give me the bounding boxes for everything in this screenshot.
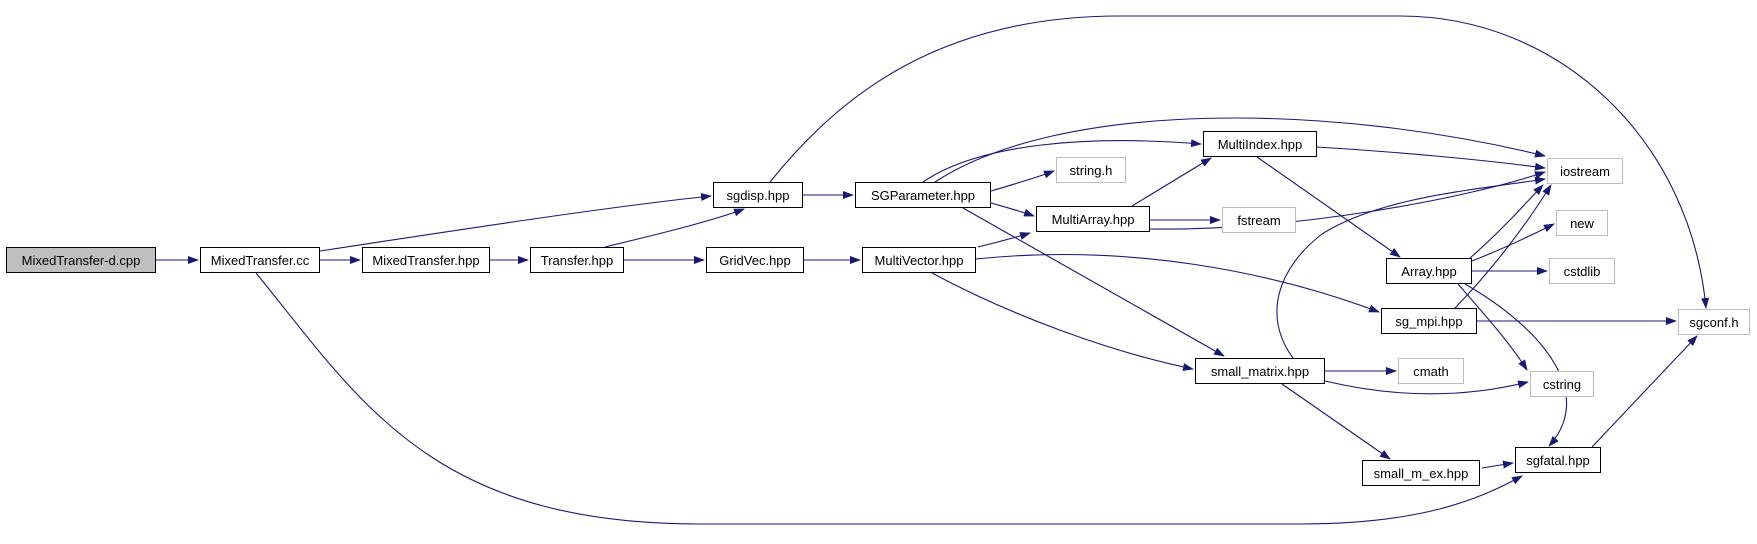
node-small-matrix-hpp[interactable]: small_matrix.hpp (1195, 358, 1325, 384)
edge-transfer-hpp-to-sgdisp-hpp (604, 208, 745, 248)
node-sgparameter-hpp[interactable]: SGParameter.hpp (855, 182, 991, 208)
edge-multiarray-hpp-to-multiindex-hpp (1131, 157, 1212, 207)
edge-small-matrix-hpp-to-iostream (1276, 176, 1546, 359)
node-iostream: iostream (1547, 158, 1623, 184)
edge-sgparameter-hpp-to-small-matrix-hpp (962, 207, 1225, 357)
node-mixedtransfer-hpp[interactable]: MixedTransfer.hpp (362, 247, 490, 273)
edge-multivector-hpp-to-sg-mpi-hpp (975, 253, 1380, 313)
edge-multiindex-hpp-to-array-hpp (1256, 156, 1401, 258)
node-cmath: cmath (1398, 358, 1464, 384)
edge-array-hpp-to-new (1471, 223, 1555, 262)
edge-sg-mpi-hpp-to-iostream (1454, 184, 1552, 309)
edge-sgparameter-hpp-to-iostream (934, 117, 1546, 183)
node-sg-mpi-hpp[interactable]: sg_mpi.hpp (1381, 308, 1477, 334)
node-cstdlib: cstdlib (1549, 258, 1615, 284)
edge-multivector-hpp-to-small-matrix-hpp (931, 272, 1194, 371)
node-small-m-ex-hpp[interactable]: small_m_ex.hpp (1362, 460, 1480, 486)
edge-sgdisp-hpp-to-sgconf-h (769, 15, 1710, 309)
edge-small-matrix-hpp-to-small-m-ex-hpp (1281, 383, 1391, 460)
node-multivector-hpp[interactable]: MultiVector.hpp (862, 247, 976, 273)
edge-mixedtransfer-cc-to-sgdisp-hpp (319, 193, 712, 252)
node-new: new (1556, 210, 1608, 236)
edge-array-hpp-to-cstring (1457, 283, 1528, 371)
node-multiarray-hpp[interactable]: MultiArray.hpp (1036, 206, 1150, 232)
node-gridvec-hpp[interactable]: GridVec.hpp (706, 247, 804, 273)
node-sgfatal-hpp[interactable]: sgfatal.hpp (1515, 447, 1601, 473)
edge-sgparameter-hpp-to-multiindex-hpp (922, 139, 1202, 183)
edge-mixedtransfer-cc-to-sgfatal-hpp (255, 272, 1523, 525)
edge-multiindex-hpp-to-iostream (1316, 146, 1546, 171)
edge-array-hpp-to-iostream (1469, 184, 1544, 259)
node-cstring: cstring (1530, 371, 1594, 397)
edge-array-hpp-to-sgfatal-hpp (1464, 283, 1568, 447)
edge-multivector-hpp-to-multiarray-hpp (977, 232, 1031, 248)
edge-group (156, 15, 1710, 525)
node-sgconf-h: sgconf.h (1678, 309, 1750, 335)
edge-sgparameter-hpp-to-string-h (990, 170, 1055, 192)
node-mixedtransfer-d-cpp[interactable]: MixedTransfer-d.cpp (6, 247, 156, 273)
node-array-hpp[interactable]: Array.hpp (1386, 258, 1472, 284)
edge-small-matrix-hpp-to-cstring (1324, 380, 1529, 395)
edge-sgfatal-hpp-to-sgconf-h (1591, 335, 1698, 448)
node-transfer-hpp[interactable]: Transfer.hpp (530, 247, 624, 273)
edge-sgparameter-hpp-to-multiarray-hpp (990, 202, 1035, 217)
edge-small-m-ex-hpp-to-sgfatal-hpp (1481, 460, 1514, 469)
node-sgdisp-hpp[interactable]: sgdisp.hpp (713, 182, 803, 208)
node-multiindex-hpp[interactable]: MultiIndex.hpp (1203, 131, 1317, 157)
node-mixedtransfer-cc[interactable]: MixedTransfer.cc (200, 247, 320, 273)
node-string-h: string.h (1056, 157, 1126, 183)
node-fstream: fstream (1222, 207, 1296, 233)
